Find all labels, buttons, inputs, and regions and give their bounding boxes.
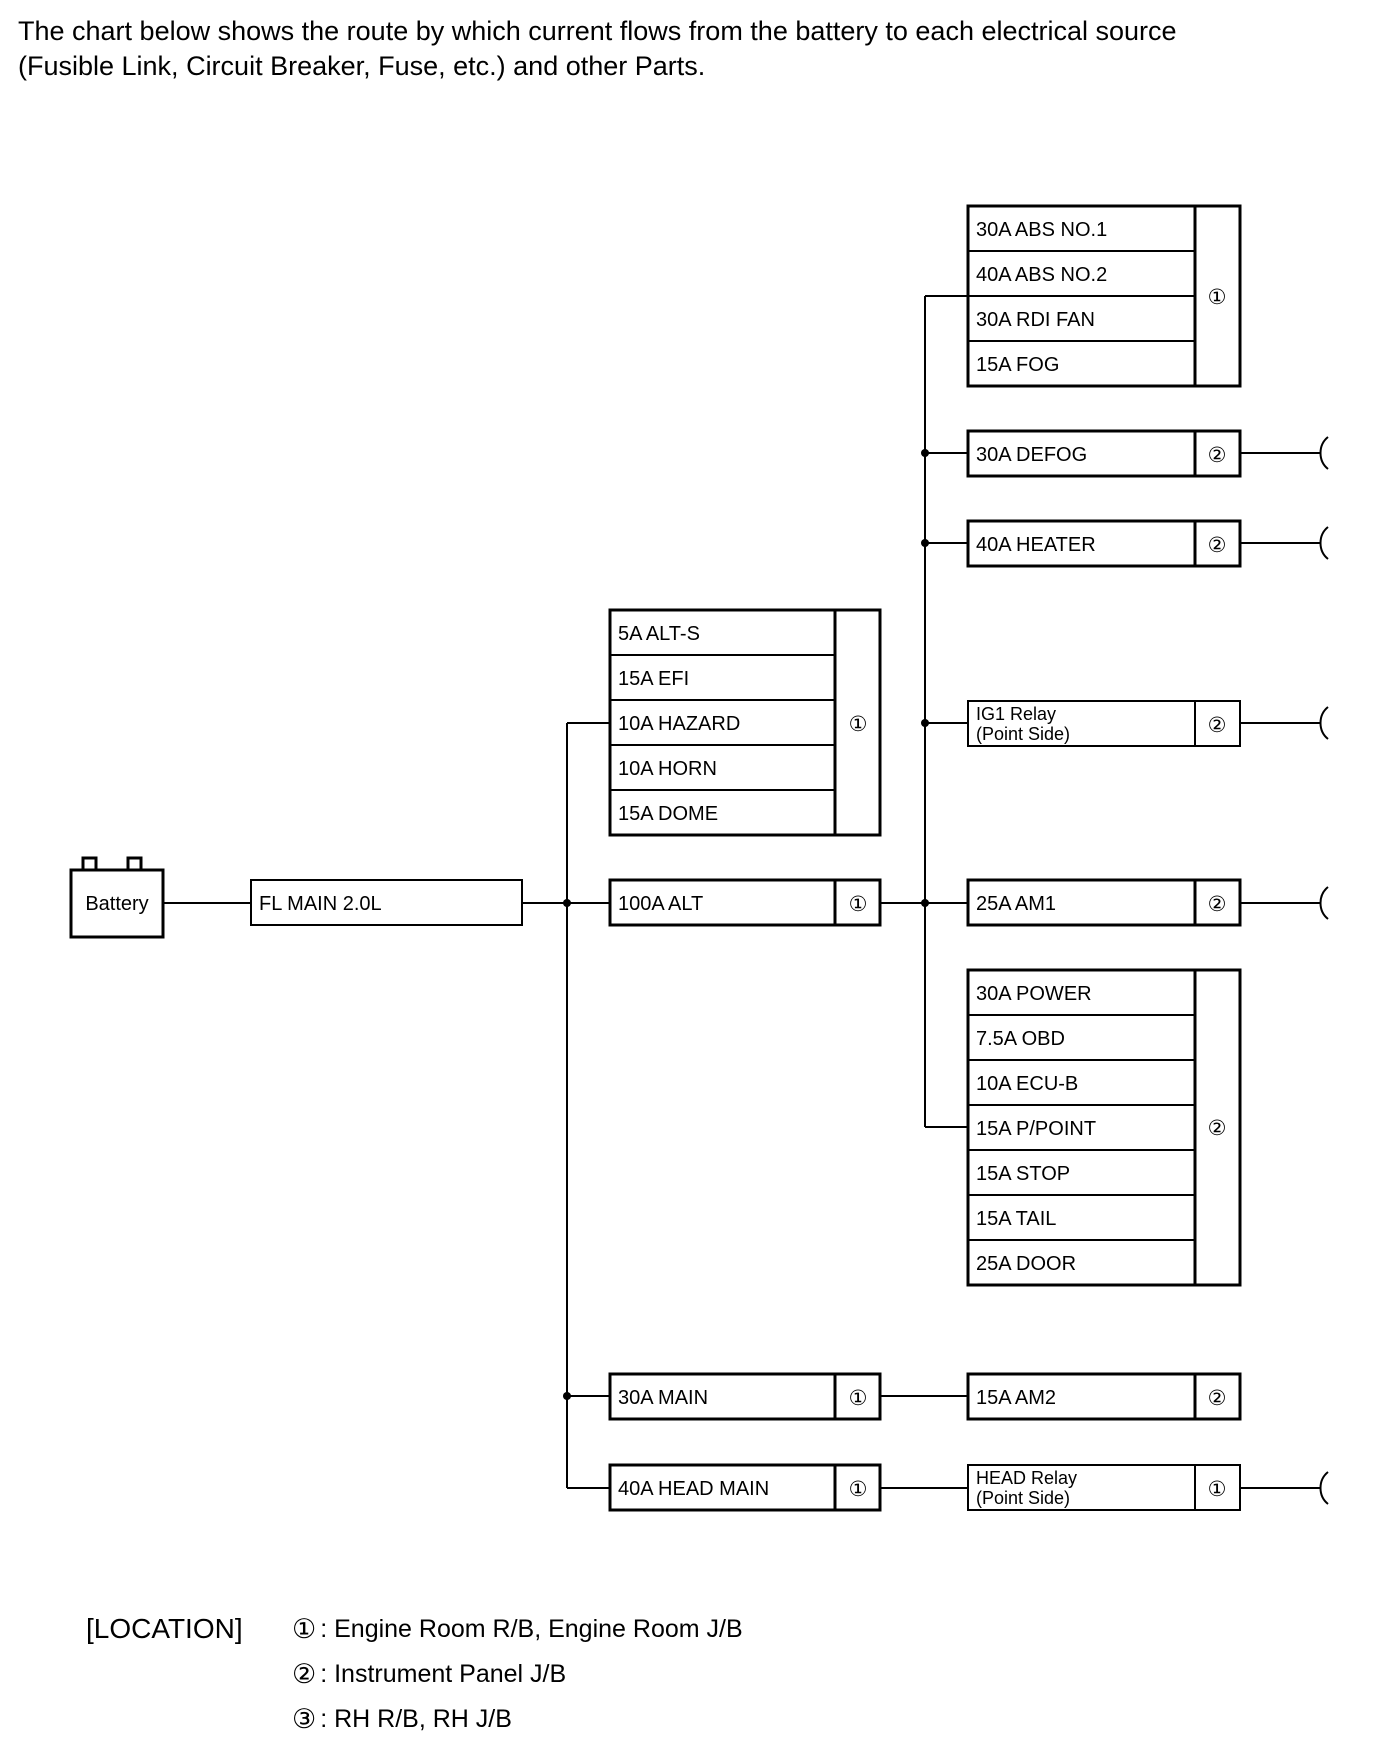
location-legend-heading: [LOCATION] — [86, 1613, 243, 1644]
alt-box: 100A ALT ① — [608, 878, 882, 927]
continuation-mark — [1319, 886, 1329, 920]
location-marker: ② — [1208, 893, 1227, 916]
battery-label: Battery — [85, 893, 148, 915]
continuation-mark — [1319, 706, 1329, 740]
fuse-fog: 15A FOG — [976, 354, 1059, 376]
head-relay-box: HEAD Relay (Point Side) ① — [967, 1464, 1241, 1511]
legend-number: ① — [292, 1614, 317, 1644]
location-marker: ② — [1208, 1387, 1227, 1410]
ig1-relay-box: IG1 Relay (Point Side) ② — [967, 700, 1241, 747]
intro-line-1: The chart below shows the route by which… — [18, 16, 1177, 46]
fuse-abs-no1: 30A ABS NO.1 — [976, 219, 1107, 241]
fuse-p-point: 15A P/POINT — [976, 1118, 1096, 1140]
fuse-tail: 15A TAIL — [976, 1208, 1056, 1230]
defog-label: 30A DEFOG — [976, 444, 1087, 466]
am1-box: 25A AM1 ② — [966, 878, 1242, 927]
location-marker: ① — [849, 893, 868, 916]
main-box: 30A MAIN ① — [608, 1372, 882, 1421]
location-marker: ① — [849, 1387, 868, 1410]
intro-text: The chart below shows the route by which… — [18, 14, 1378, 84]
location-marker: ① — [849, 713, 868, 736]
location-marker: ① — [1208, 286, 1227, 309]
fl-main-label: FL MAIN 2.0L — [259, 893, 382, 915]
junction-dot — [921, 899, 929, 907]
legend-item: ① : Engine Room R/B, Engine Room J/B — [292, 1614, 743, 1645]
continuation-mark — [1319, 1471, 1329, 1505]
fuse-stop: 15A STOP — [976, 1163, 1070, 1185]
continuation-mark — [1319, 436, 1329, 470]
location-marker: ① — [1208, 1478, 1227, 1501]
heater-box: 40A HEATER ② — [966, 519, 1242, 568]
junction-dot — [563, 1392, 571, 1400]
fuse-group-a: 5A ALT-S 15A EFI 10A HAZARD 10A HORN 15A… — [608, 608, 882, 837]
intro-line-2: (Fusible Link, Circuit Breaker, Fuse, et… — [18, 51, 706, 81]
location-marker: ② — [1208, 534, 1227, 557]
location-marker: ② — [1208, 444, 1227, 467]
location-marker: ② — [1208, 714, 1227, 737]
fuse-door: 25A DOOR — [976, 1253, 1076, 1275]
junction-dot — [921, 539, 929, 547]
ig1-relay-label: IG1 Relay — [976, 704, 1056, 724]
am1-label: 25A AM1 — [976, 893, 1056, 915]
location-marker: ② — [1208, 1117, 1227, 1140]
legend-item: ② : Instrument Panel J/B — [292, 1659, 566, 1690]
junction-dot — [921, 449, 929, 457]
fuse-dome: 15A DOME — [618, 803, 718, 825]
legend-number: ② — [292, 1659, 317, 1689]
fuse-power: 30A POWER — [976, 983, 1092, 1005]
legend-item: ③ : RH R/B, RH J/B — [292, 1704, 512, 1735]
head-main-box: 40A HEAD MAIN ① — [608, 1463, 882, 1512]
am2-label: 15A AM2 — [976, 1387, 1056, 1409]
fuse-ecu-b: 10A ECU-B — [976, 1073, 1078, 1095]
alt-label: 100A ALT — [618, 893, 703, 915]
legend-text: : RH R/B, RH J/B — [320, 1705, 512, 1733]
fuse-rdi-fan: 30A RDI FAN — [976, 309, 1095, 331]
continuation-mark — [1319, 526, 1329, 560]
fuse-abs-no2: 40A ABS NO.2 — [976, 264, 1107, 286]
fuse-group-b: 30A ABS NO.1 40A ABS NO.2 30A RDI FAN 15… — [966, 204, 1242, 388]
junction-dot — [921, 719, 929, 727]
ig1-relay-sublabel: (Point Side) — [976, 724, 1070, 744]
head-main-label: 40A HEAD MAIN — [618, 1478, 769, 1500]
main-label: 30A MAIN — [618, 1387, 708, 1409]
head-relay-label: HEAD Relay — [976, 1468, 1077, 1488]
am2-box: 15A AM2 ② — [966, 1372, 1242, 1421]
legend-text: : Instrument Panel J/B — [320, 1660, 567, 1688]
fuse-alt-s: 5A ALT-S — [618, 623, 700, 645]
battery: Battery — [69, 856, 165, 939]
legend-number: ③ — [292, 1704, 317, 1734]
heater-label: 40A HEATER — [976, 534, 1096, 556]
head-relay-sublabel: (Point Side) — [976, 1488, 1070, 1508]
fuse-horn: 10A HORN — [618, 758, 717, 780]
legend-text: : Engine Room R/B, Engine Room J/B — [320, 1615, 743, 1643]
junction-dot — [563, 899, 571, 907]
defog-box: 30A DEFOG ② — [966, 429, 1242, 478]
fuse-group-c: 30A POWER 7.5A OBD 10A ECU-B 15A P/POINT… — [966, 968, 1242, 1287]
location-marker: ① — [849, 1478, 868, 1501]
fl-main-box: FL MAIN 2.0L — [250, 879, 523, 926]
fuse-hazard: 10A HAZARD — [618, 713, 740, 735]
fuse-efi: 15A EFI — [618, 668, 689, 690]
fuse-obd: 7.5A OBD — [976, 1028, 1065, 1050]
